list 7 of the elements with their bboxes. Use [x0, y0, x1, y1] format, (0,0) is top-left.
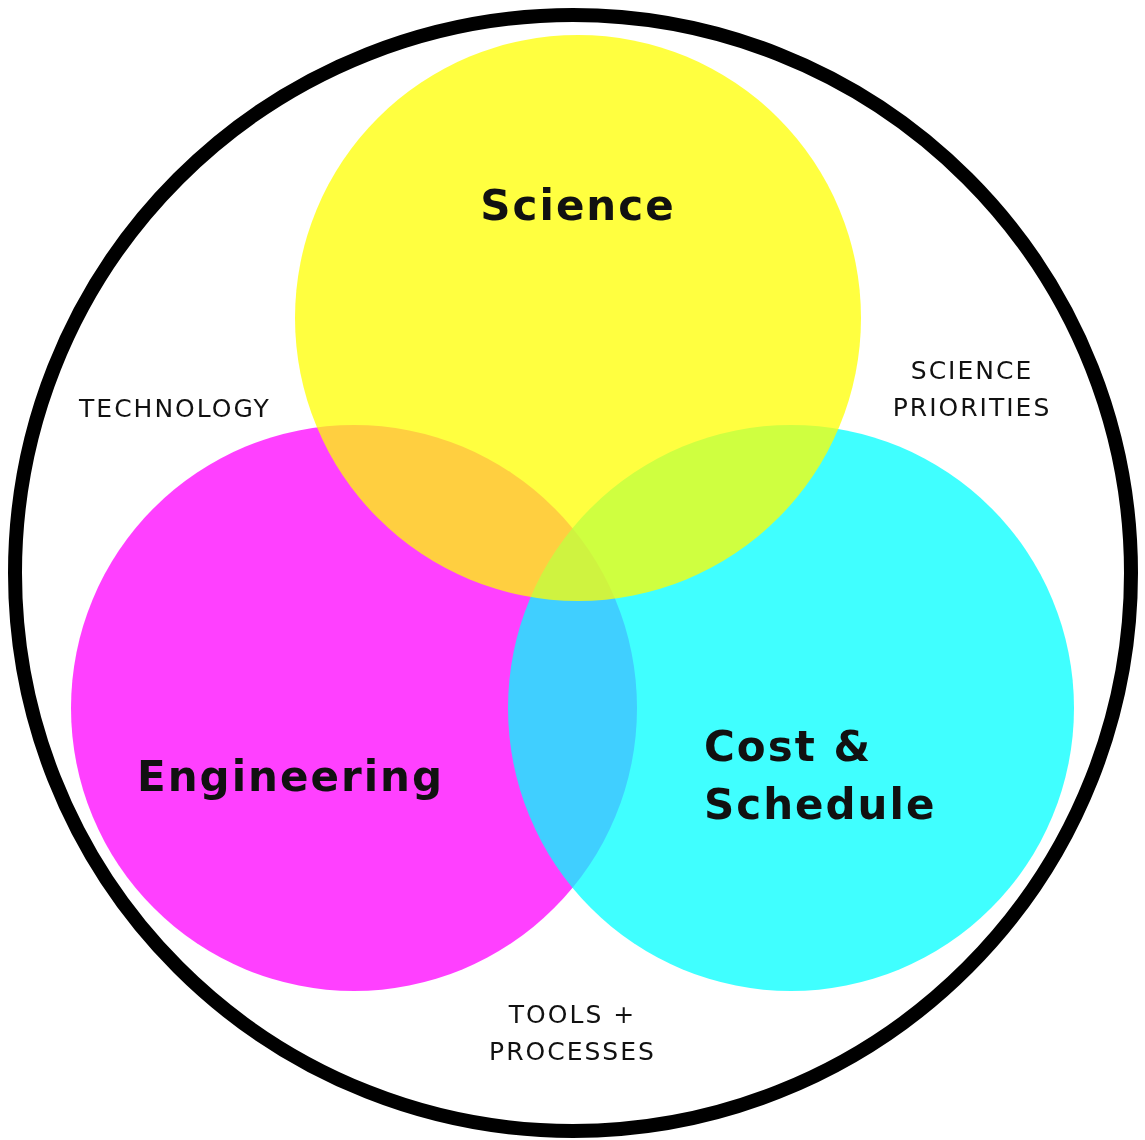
circle-label: Engineering	[137, 751, 445, 803]
outer-ring	[8, 8, 1138, 1138]
region-label: TOOLS + PROCESSES	[488, 999, 657, 1068]
region-label: TECHNOLOGY	[78, 393, 272, 425]
region-label: SCIENCE PRIORITIES	[891, 355, 1053, 424]
circle-label: Science	[479, 180, 677, 232]
circle-label: Cost & Schedule	[704, 721, 938, 831]
